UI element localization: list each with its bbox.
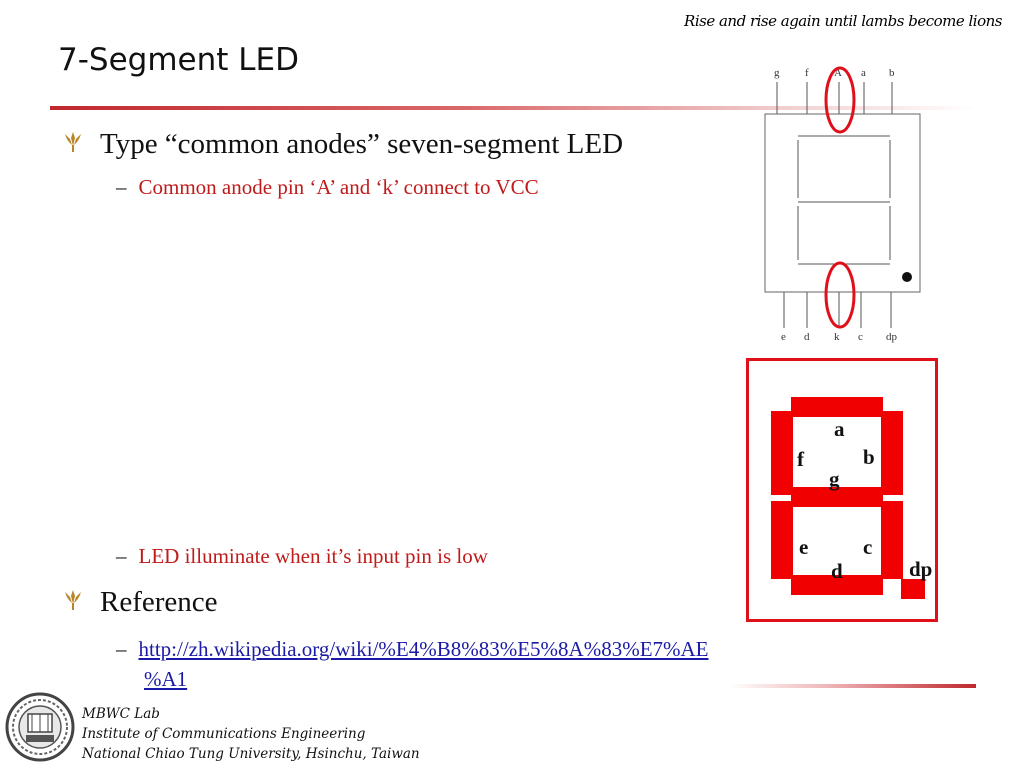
reference-item: –http://zh.wikipedia.org/wiki/%E4%B8%83%…	[116, 637, 709, 691]
pin-label-k: k	[834, 331, 840, 343]
sub-bullet-item: –Common anode pin ‘A’ and ‘k’ connect to…	[116, 175, 539, 199]
bullet-item: Reference	[62, 586, 218, 619]
pin-A-highlight	[824, 66, 856, 134]
lotus-bullet-icon	[62, 128, 92, 159]
segment-f	[771, 411, 793, 495]
pin-label-b: b	[889, 67, 895, 79]
sub-bullet-text: LED illuminate when it’s input pin is lo…	[138, 544, 488, 568]
sub-bullet-item: –LED illuminate when it’s input pin is l…	[116, 544, 488, 568]
footer-institute: Institute of Communications Engineering	[82, 726, 366, 742]
segment-g	[791, 487, 883, 507]
pin-label-dp: dp	[886, 331, 898, 343]
lotus-bullet-icon	[62, 586, 92, 617]
reference-link-continued[interactable]: %A1	[144, 667, 188, 691]
footer-university: National Chiao Tung University, Hsinchu,…	[82, 746, 420, 762]
bullet-text: Type “common anodes” seven-segment LED	[100, 128, 624, 160]
pin-label-d: d	[804, 331, 810, 343]
segment-label-g: g	[829, 467, 840, 491]
bullet-item: Type “common anodes” seven-segment LED	[62, 128, 623, 161]
footer-affiliation: MBWC Lab Institute of Communications Eng…	[82, 704, 420, 764]
segment-c	[881, 501, 903, 579]
pin-label-f: f	[805, 67, 809, 79]
pin-diagram: g f A a b e d k c dp	[764, 66, 921, 343]
segment-d	[791, 575, 883, 595]
segment-label-d: d	[831, 559, 843, 583]
pin-label-A: A	[834, 67, 842, 79]
segment-label-a: a	[834, 417, 845, 441]
reference-link[interactable]: http://zh.wikipedia.org/wiki/%E4%B8%83%E…	[138, 637, 709, 661]
title-divider	[50, 106, 976, 110]
segment-label-dp: dp	[909, 557, 933, 581]
segment-label-f: f	[797, 447, 804, 471]
segment-label-e: e	[799, 535, 809, 559]
seven-segment-diagram: a b f g e c d dp	[746, 358, 938, 622]
motto-text: Rise and rise again until lambs become l…	[684, 12, 1002, 30]
segment-label-b: b	[863, 445, 875, 469]
segment-e	[771, 501, 793, 579]
pin-k-highlight	[824, 261, 856, 329]
slide-title: 7-Segment LED	[58, 42, 299, 78]
segment-b	[881, 411, 903, 495]
segment-a	[791, 397, 883, 417]
pin-label-c: c	[858, 331, 863, 343]
footer-divider	[728, 684, 976, 688]
bullet-text: Reference	[100, 586, 218, 618]
footer-lab: MBWC Lab	[82, 706, 160, 722]
university-seal-logo	[5, 692, 75, 762]
sub-bullet-text: Common anode pin ‘A’ and ‘k’ connect to …	[138, 175, 539, 199]
pin-label-a: a	[861, 67, 866, 79]
pin-label-g: g	[774, 67, 780, 79]
pin-label-e: e	[781, 331, 786, 343]
segment-label-c: c	[863, 535, 873, 559]
segment-dp	[901, 579, 925, 599]
